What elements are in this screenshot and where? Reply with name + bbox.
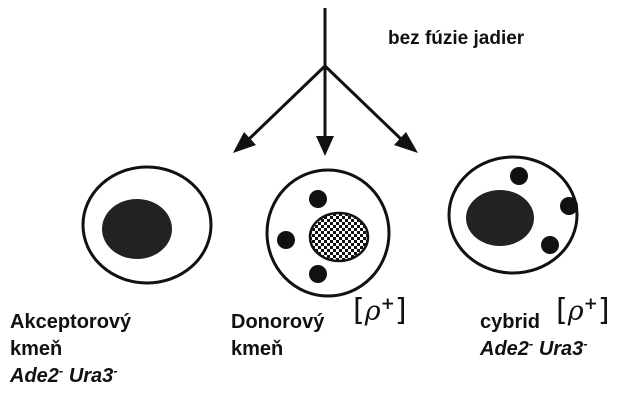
acceptor-genotype: Ade2- Ura3- [10,363,118,389]
donor-strain-label: Donorový [231,311,325,333]
minus-mark: - [58,363,64,378]
gene-ura3: Ura3 [538,338,584,360]
donor-cell [265,168,391,298]
cybrid-mitochondrion [560,197,578,215]
donor-rho-marker: [ρ+] [353,294,407,327]
donor-nucleus-hatched [308,211,370,263]
bracket-open: [ [556,293,568,328]
cybrid-nucleus [466,190,534,246]
cybrid-mitochondrion [510,167,528,185]
arrow-right [323,64,418,153]
no-nuclear-fusion-label: bez fúzie jadier [388,28,525,49]
gene-ura3: Ura3 [68,365,114,387]
gene-ade2: Ade2 [10,365,59,387]
bracket-close: ] [597,293,610,328]
donor-mitochondrion [309,190,327,208]
acceptor-cell [81,165,213,285]
rho-symbol: ρ+ [364,294,395,327]
rho-symbol: ρ+ [567,294,598,327]
arrow-middle [316,66,334,156]
gene-ade2: Ade2 [480,338,529,360]
minus-mark: - [583,336,588,351]
cybrid-label: cybrid [480,311,541,333]
acceptor-nucleus [102,199,172,259]
donor-mitochondrion [309,265,327,283]
acceptor-strain-label-2: kmeň [10,338,63,360]
cybrid-cell [447,155,579,275]
cybrid-rho-marker: [ρ+] [556,294,610,327]
acceptor-strain-label: Akceptorový [10,311,132,333]
arrow-left [233,64,327,153]
cybrid-genotype: Ade2- Ura3- [480,336,588,362]
minus-mark: - [528,336,534,351]
donor-strain-label-2: kmeň [231,338,284,360]
cybrid-mitochondrion [541,236,559,254]
bracket-close: ] [394,293,407,328]
donor-mitochondrion [277,231,295,249]
minus-mark: - [113,363,118,378]
bracket-open: [ [353,293,365,328]
